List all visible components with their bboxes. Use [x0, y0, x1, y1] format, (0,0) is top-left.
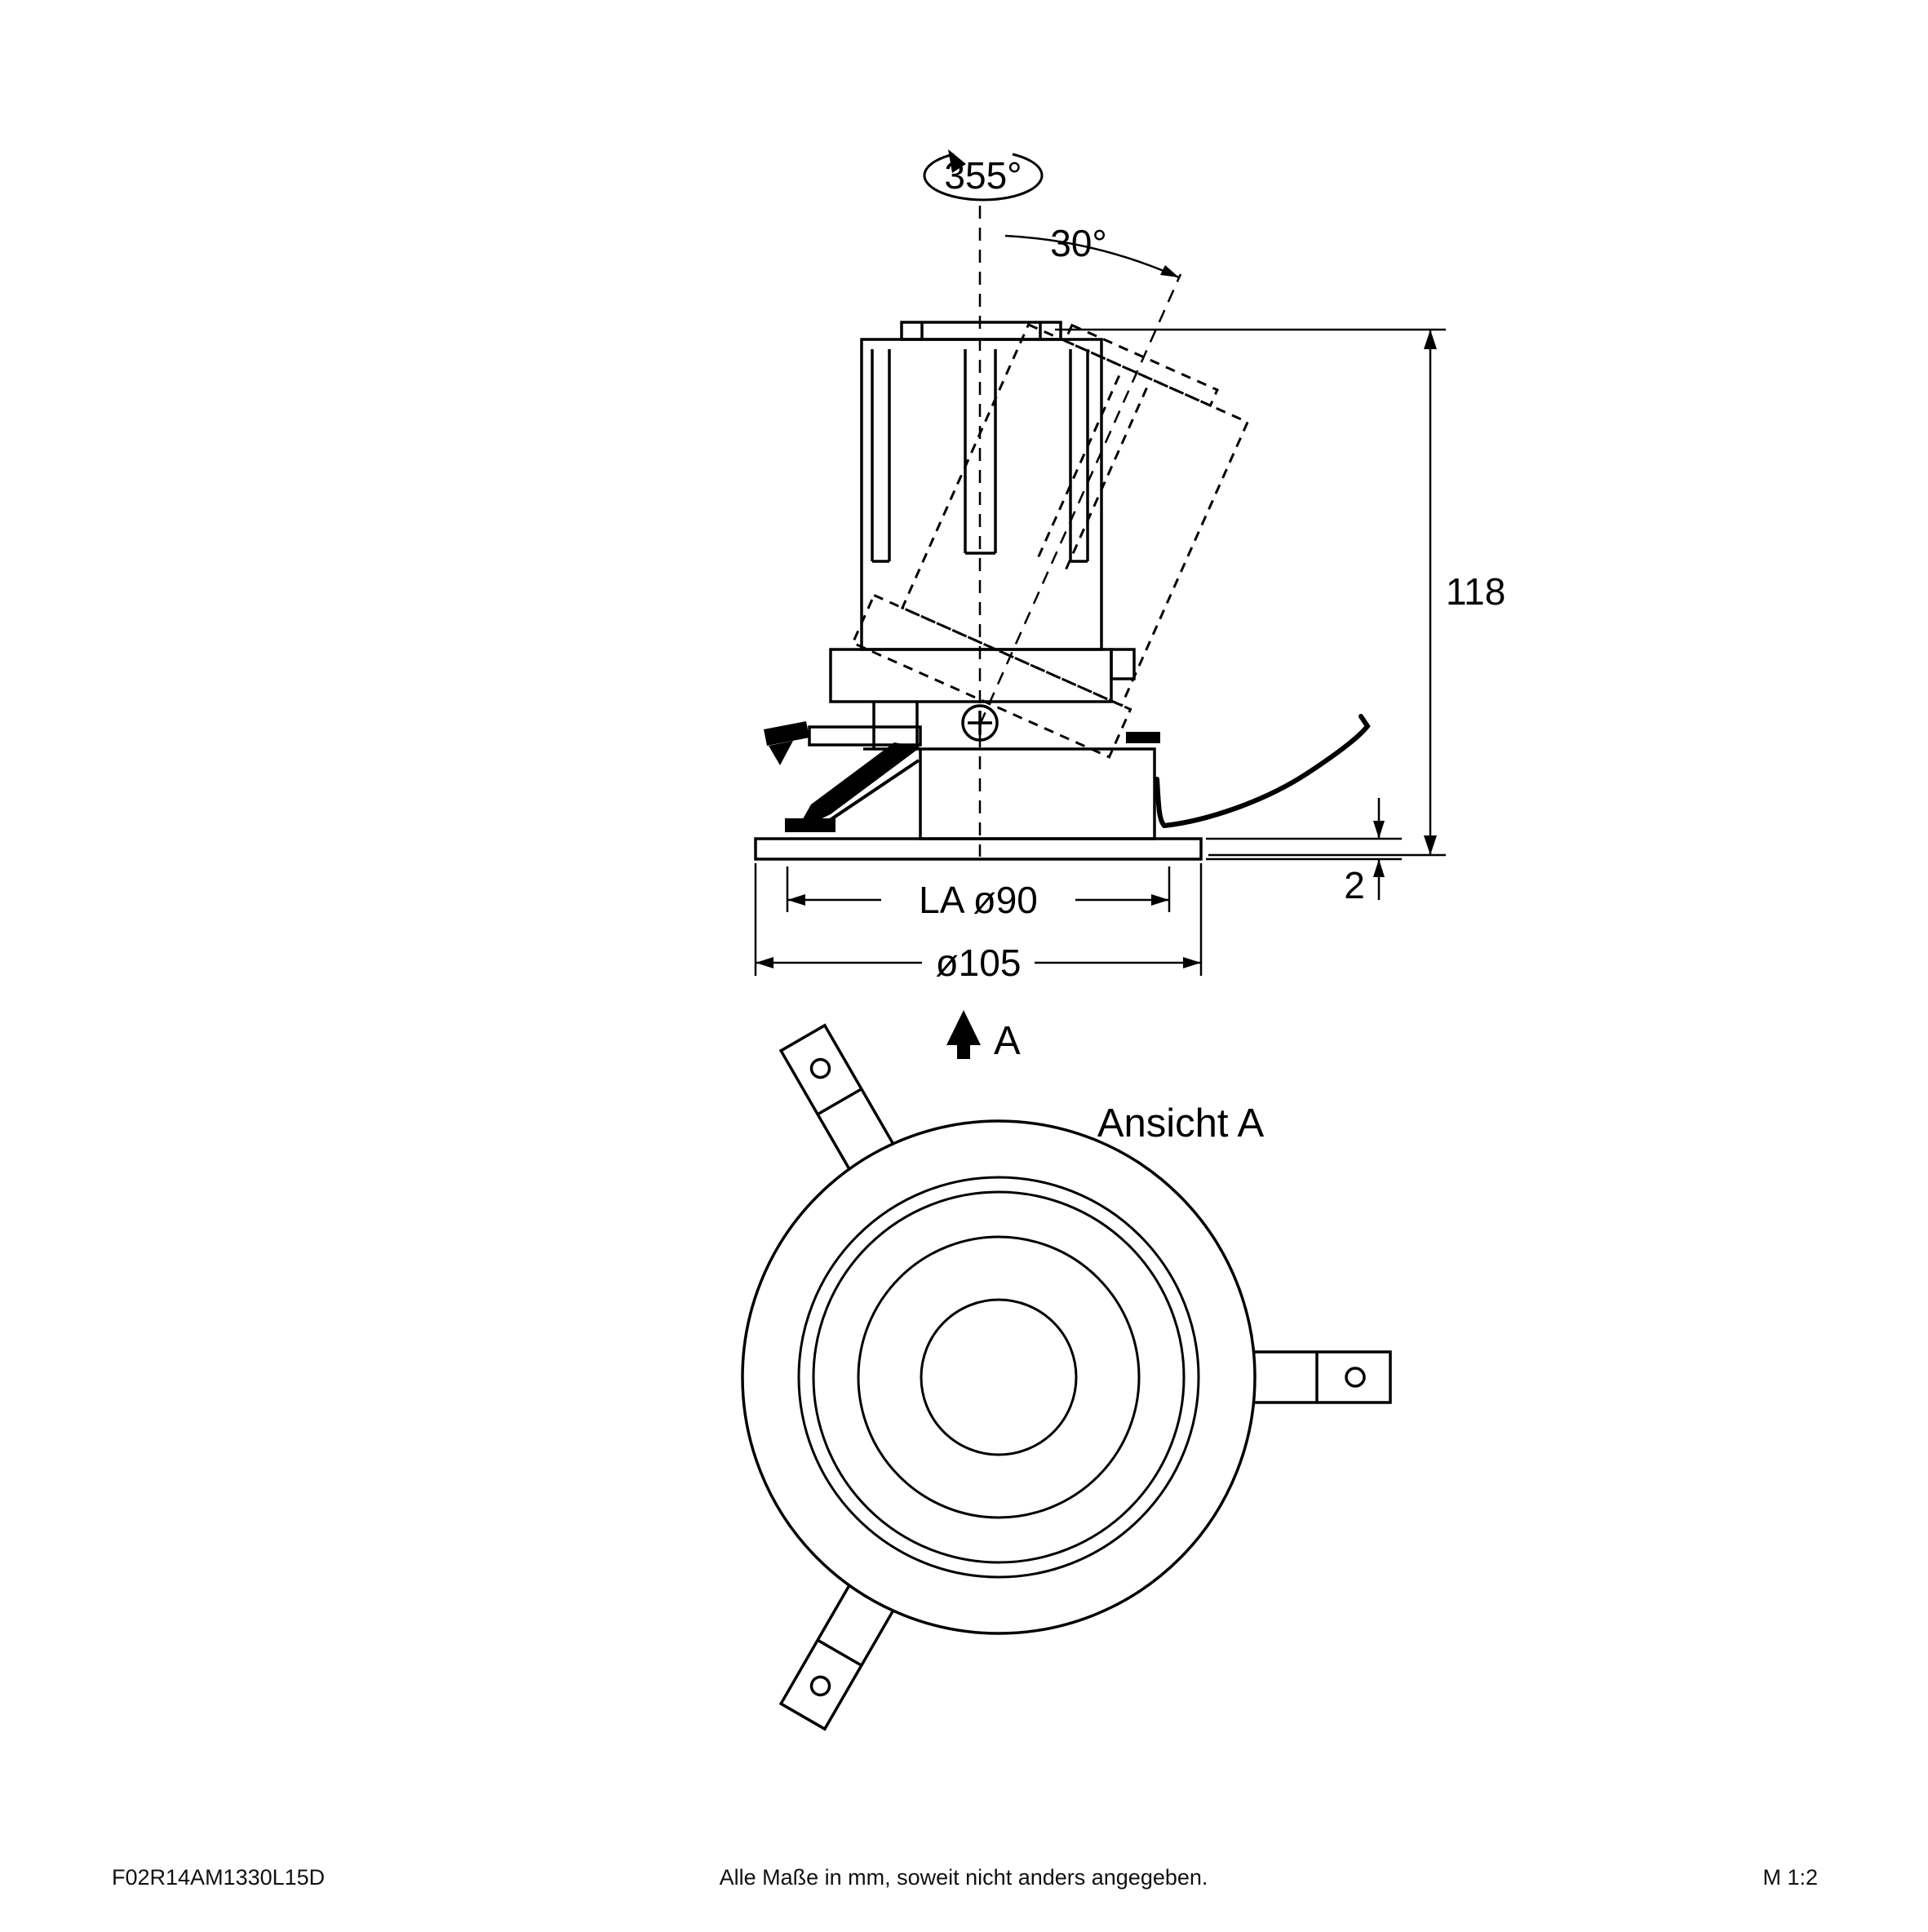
wire-spring-root: [1155, 777, 1167, 828]
bezel-outer-ring: [797, 1176, 1200, 1579]
extension-lines: [754, 863, 1203, 976]
cutout-diameter-label: LA ø90: [919, 879, 1038, 921]
height-dimension-label: 118: [1446, 570, 1505, 613]
arrow-down-icon: [1373, 821, 1385, 839]
scale-label: M 1:2: [1762, 1865, 1818, 1890]
clip-lever: [764, 721, 809, 746]
ghost-cap: [1063, 323, 1219, 408]
arrow-left-icon: [787, 894, 805, 906]
tab-hole: [809, 1675, 831, 1697]
up-arrow-stem: [957, 1045, 970, 1059]
mounting-bracket: [829, 648, 1113, 703]
dimension-la90: [786, 866, 1171, 912]
dimension-105: [754, 863, 1203, 976]
rotation-arrow-icon: [948, 149, 966, 173]
tilt-indicator: [978, 234, 1182, 725]
fin-slot-left: [871, 349, 891, 563]
tilted-centerline: [978, 273, 1182, 725]
dimensions: 118 2 LA ø90 ø105: [754, 328, 1505, 984]
reflector-ring: [857, 1235, 1141, 1519]
right-latch: [1126, 732, 1160, 743]
view-title: Ansicht A: [1097, 1101, 1265, 1145]
clip-wing-edge: [818, 759, 920, 829]
view-a-marker: A: [946, 1010, 1021, 1063]
trim-flange: [754, 837, 1203, 861]
article-number: F02R14AM1330L15D: [112, 1865, 325, 1890]
top-view: [741, 1023, 1392, 1731]
view-direction-label: A: [994, 1019, 1021, 1063]
tilt-fork: [863, 702, 920, 751]
wire-spring: [1162, 714, 1371, 828]
rotation-angle-label: 355°: [944, 154, 1022, 197]
clip-foot: [785, 818, 835, 832]
tilt-arc: [1004, 234, 1180, 279]
top-cap: [900, 321, 1062, 341]
extension-lines: [786, 866, 1171, 912]
rotation-arc: [923, 153, 1044, 202]
dimension-note: Alle Maße in mm, soweit nicht anders ang…: [720, 1865, 1208, 1890]
up-arrow-icon: [946, 1010, 981, 1045]
right-spring-clip: [1126, 714, 1371, 828]
tab-divider: [817, 1638, 862, 1667]
dimension-118: [1055, 328, 1446, 857]
lens-circle: [920, 1298, 1078, 1456]
arrow-left-icon: [756, 957, 773, 968]
arrow-up-icon: [1424, 330, 1437, 349]
recessed-can: [919, 747, 1156, 840]
top-cap-ticks: [920, 322, 1042, 339]
clip-bar: [808, 725, 922, 747]
trim-outer-circle: [741, 1119, 1257, 1635]
rotation-indicator: [923, 149, 1044, 202]
arrow-up-icon: [1373, 859, 1385, 877]
lamp-body: [754, 321, 1203, 861]
dimension-2: [1206, 798, 1402, 900]
tab-hole: [1345, 1367, 1366, 1388]
pivot-screw-cross: [968, 711, 992, 735]
bracket-step: [1110, 648, 1136, 680]
outer-diameter-label: ø105: [936, 942, 1022, 984]
tab-hole: [809, 1057, 831, 1079]
mounting-tab-right: [1242, 1350, 1392, 1404]
ghost-tilted-body: [851, 322, 1250, 759]
arrow-down-icon: [1424, 835, 1437, 855]
arrow-right-icon: [1183, 957, 1201, 968]
footer: F02R14AM1330L15D Alle Maße in mm, soweit…: [112, 1865, 1818, 1890]
tab-divider: [817, 1088, 862, 1116]
clip-wing: [796, 742, 920, 831]
side-view: 355° 30°: [754, 149, 1371, 861]
arrow-right-icon: [1151, 894, 1169, 906]
heatsink: [860, 338, 1103, 651]
clip-hook: [769, 741, 793, 765]
tilt-angle-label: 30°: [1050, 222, 1107, 264]
fin-slot-right: [1069, 349, 1089, 563]
tilt-arrow-icon: [1160, 265, 1179, 277]
flange-thickness-label: 2: [1344, 864, 1365, 906]
ghost-bracket: [851, 593, 1132, 759]
pivot-screw-icon: [961, 704, 999, 742]
fin-slot-center: [964, 349, 997, 555]
left-spring-clip: [764, 721, 922, 832]
bezel-inner-ring: [812, 1190, 1186, 1564]
